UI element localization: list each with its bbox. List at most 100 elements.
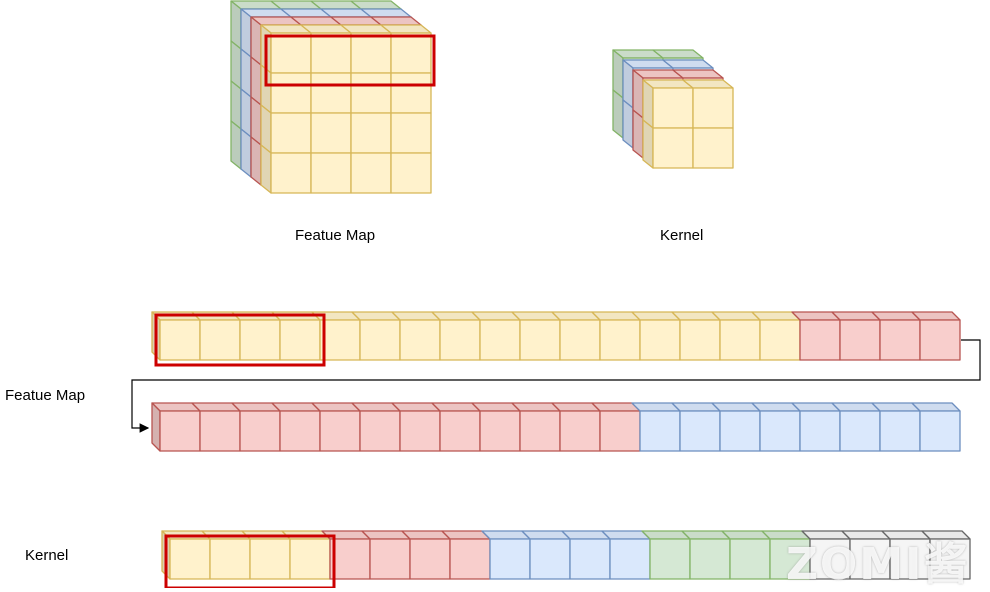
fm-yellow-cell-1-1 <box>310 72 352 114</box>
kernel-cube <box>612 49 734 169</box>
fm-blue-side-3-0 <box>240 128 252 178</box>
fm-row2-cell-7 <box>439 410 481 452</box>
fm-green-side-3-0 <box>230 120 242 170</box>
fm-row1-cell-10 <box>559 319 601 361</box>
fm-row2-cell-10 <box>559 410 601 452</box>
fm-yellow-cell-1-0 <box>270 72 312 114</box>
kernel-row-cell-8 <box>489 538 531 580</box>
fm-row1-cell-8 <box>479 319 521 361</box>
kernel-row-cell-2 <box>249 538 291 580</box>
feature-map-row-window-highlight <box>154 313 326 367</box>
fm-row1-cell-7 <box>439 319 481 361</box>
fm-row1-cell-18 <box>879 319 921 361</box>
fm-row2-cell-3 <box>279 410 321 452</box>
highlight-boxes <box>154 34 436 588</box>
fm-yellow-cell-2-3 <box>390 112 432 154</box>
fm-row2-top-19 <box>911 402 961 412</box>
kernel-blue-side-1-0 <box>622 99 634 149</box>
fm-row2-cell-12 <box>639 410 681 452</box>
fm-yellow-cell-1-2 <box>350 72 392 114</box>
fm-yellow-top-0-3 <box>380 24 432 34</box>
kernel-row-cell-13 <box>689 538 731 580</box>
fm-yellow-cell-0-0 <box>270 32 312 74</box>
fm-row1-cell-5 <box>359 319 401 361</box>
fm-yellow-cell-0-1 <box>310 32 352 74</box>
kernel-row-label: Kernel <box>25 547 69 564</box>
fm-row2-cell-1 <box>199 410 241 452</box>
fm-yellow-cell-2-0 <box>270 112 312 154</box>
kernel-yellow-cell-0-0 <box>652 87 694 129</box>
wrap-connector-arrow <box>131 339 981 433</box>
fm-row2-cell-19 <box>919 410 961 452</box>
kernel-row-cell-7 <box>449 538 491 580</box>
fm-row1-cell-19 <box>919 319 961 361</box>
kernel-yellow-cell-1-1 <box>692 127 734 169</box>
fm-row1-cell-3 <box>279 319 321 361</box>
fm-row1-cell-12 <box>639 319 681 361</box>
fm-row1-cell-13 <box>679 319 721 361</box>
watermark-logo: ZOMI酱 <box>786 539 970 590</box>
fm-yellow-cell-3-1 <box>310 152 352 194</box>
flattened-kernel-row <box>161 530 971 580</box>
kernel-yellow-side-1-0 <box>642 119 654 169</box>
fm-yellow-cell-0-2 <box>350 32 392 74</box>
kernel-cube-label: Kernel <box>660 227 704 244</box>
kernel-row-cell-9 <box>529 538 571 580</box>
feature-map-cube <box>230 0 432 194</box>
fm-row2-cell-8 <box>479 410 521 452</box>
kernel-red-top-0-1 <box>672 69 724 79</box>
fm-row2-cell-9 <box>519 410 561 452</box>
kernel-row-cell-19 <box>929 538 971 580</box>
fm-yellow-cell-2-2 <box>350 112 392 154</box>
fm-yellow-cell-3-2 <box>350 152 392 194</box>
kernel-row-cell-4 <box>329 538 371 580</box>
kernel-yellow-cell-0-1 <box>692 87 734 129</box>
fm-row2-cell-14 <box>719 410 761 452</box>
kernel-row-cell-6 <box>409 538 451 580</box>
fm-row1-cell-9 <box>519 319 561 361</box>
kernel-green-side-1-0 <box>612 89 624 139</box>
fm-yellow-cell-0-3 <box>390 32 432 74</box>
kernel-row-cell-1 <box>209 538 251 580</box>
fm-row2-side-0 <box>151 402 161 452</box>
kernel-yellow-top-0-1 <box>682 79 734 89</box>
fm-row2-cell-2 <box>239 410 281 452</box>
kernel-row-cell-12 <box>649 538 691 580</box>
fm-row1-cell-0 <box>159 319 201 361</box>
fm-row2-cell-13 <box>679 410 721 452</box>
feature-map-window-highlight <box>264 34 436 87</box>
fm-row2-cell-6 <box>399 410 441 452</box>
fm-row2-cell-4 <box>319 410 361 452</box>
flattened-feature-map-row-2 <box>151 402 961 452</box>
kernel-row-cell-10 <box>569 538 611 580</box>
kernel-row-window-highlight <box>164 534 336 588</box>
fm-row1-cell-14 <box>719 319 761 361</box>
fm-yellow-cell-2-1 <box>310 112 352 154</box>
fm-row2-cell-16 <box>799 410 841 452</box>
fm-row1-cell-6 <box>399 319 441 361</box>
fm-yellow-cell-3-3 <box>390 152 432 194</box>
fm-row2-cell-18 <box>879 410 921 452</box>
fm-row1-cell-15 <box>759 319 801 361</box>
kernel-row-cell-5 <box>369 538 411 580</box>
fm-green-top-0-3 <box>350 0 402 10</box>
kernel-red-side-1-0 <box>632 109 644 159</box>
fm-red-top-0-3 <box>370 16 422 26</box>
fm-row1-cell-1 <box>199 319 241 361</box>
fm-row2-cell-17 <box>839 410 881 452</box>
fm-yellow-cell-3-0 <box>270 152 312 194</box>
fm-yellow-cell-1-3 <box>390 72 432 114</box>
fm-row1-cell-2 <box>239 319 281 361</box>
kernel-blue-top-0-1 <box>662 59 714 69</box>
fm-row2-cell-5 <box>359 410 401 452</box>
flattened-feature-map-row-1 <box>151 311 961 361</box>
kernel-green-top-0-1 <box>652 49 704 59</box>
fm-row1-cell-17 <box>839 319 881 361</box>
fm-row2-cell-15 <box>759 410 801 452</box>
fm-blue-top-0-3 <box>360 8 412 18</box>
feature-map-row-label: Featue Map <box>5 387 86 404</box>
fm-row2-cell-0 <box>159 410 201 452</box>
kernel-row-cell-0 <box>169 538 211 580</box>
kernel-yellow-cell-1-0 <box>652 127 694 169</box>
